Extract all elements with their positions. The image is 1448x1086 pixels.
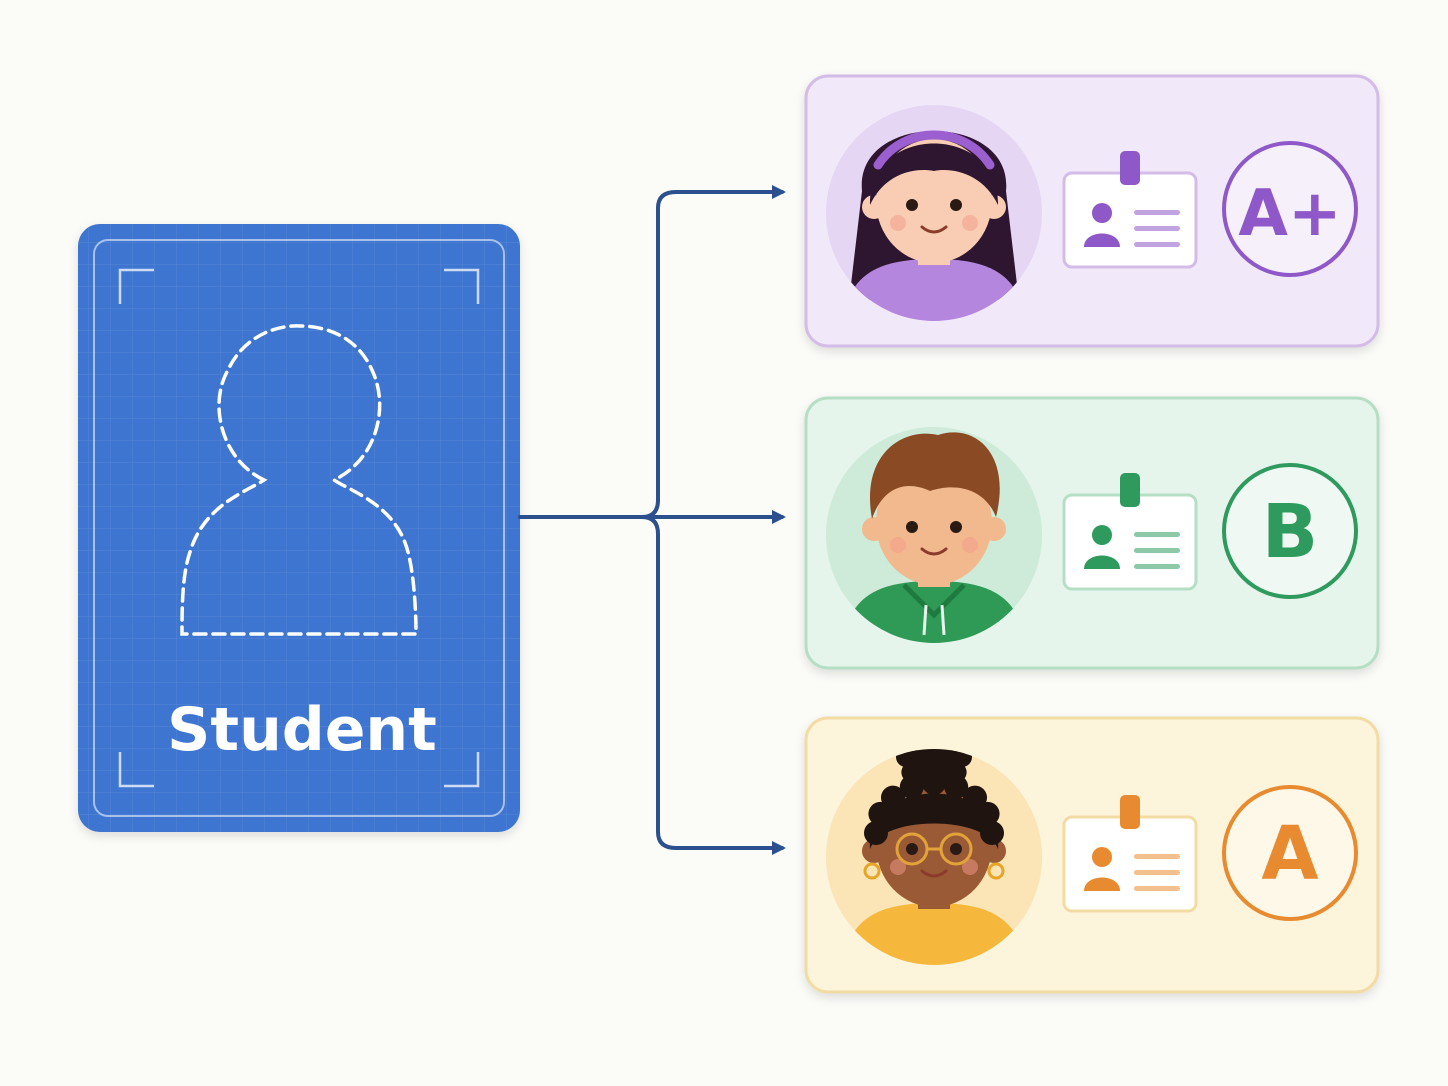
instance-card-purple-student: A+: [804, 74, 1380, 348]
avatar-purple-student: [826, 105, 1042, 321]
grade-label: A: [1261, 811, 1318, 897]
arrow-to-purple-student: [640, 185, 786, 519]
corner-brackets: [118, 268, 480, 788]
blueprint-inner-frame: [93, 239, 505, 817]
grade-circle: [1222, 463, 1358, 599]
grade-badge: A: [1222, 785, 1358, 921]
grade-badge: A+: [1222, 141, 1358, 277]
connectors: [518, 185, 786, 855]
arrow-to-orange-student: [640, 515, 786, 855]
avatar-orange-student: [826, 749, 1042, 965]
instance-card-orange-student: A: [804, 716, 1380, 994]
id-badge-icon: [1062, 473, 1198, 591]
grade-label: A+: [1238, 177, 1341, 251]
grade-circle: [1222, 141, 1358, 277]
grade-badge: B: [1222, 463, 1358, 599]
avatar-green-student: [826, 427, 1042, 643]
id-badge-icon: [1062, 151, 1198, 269]
instance-cards: A+ B A: [804, 74, 1380, 994]
grade-label: B: [1262, 489, 1318, 575]
blueprint-grid: [78, 224, 520, 832]
id-badge-icon: [1062, 795, 1198, 913]
dashed-person-icon: [180, 324, 418, 636]
student-blueprint-card: Student: [78, 224, 520, 832]
blueprint-label: Student: [167, 695, 437, 765]
grade-circle: [1222, 785, 1358, 921]
instance-card-green-student: B: [804, 396, 1380, 670]
